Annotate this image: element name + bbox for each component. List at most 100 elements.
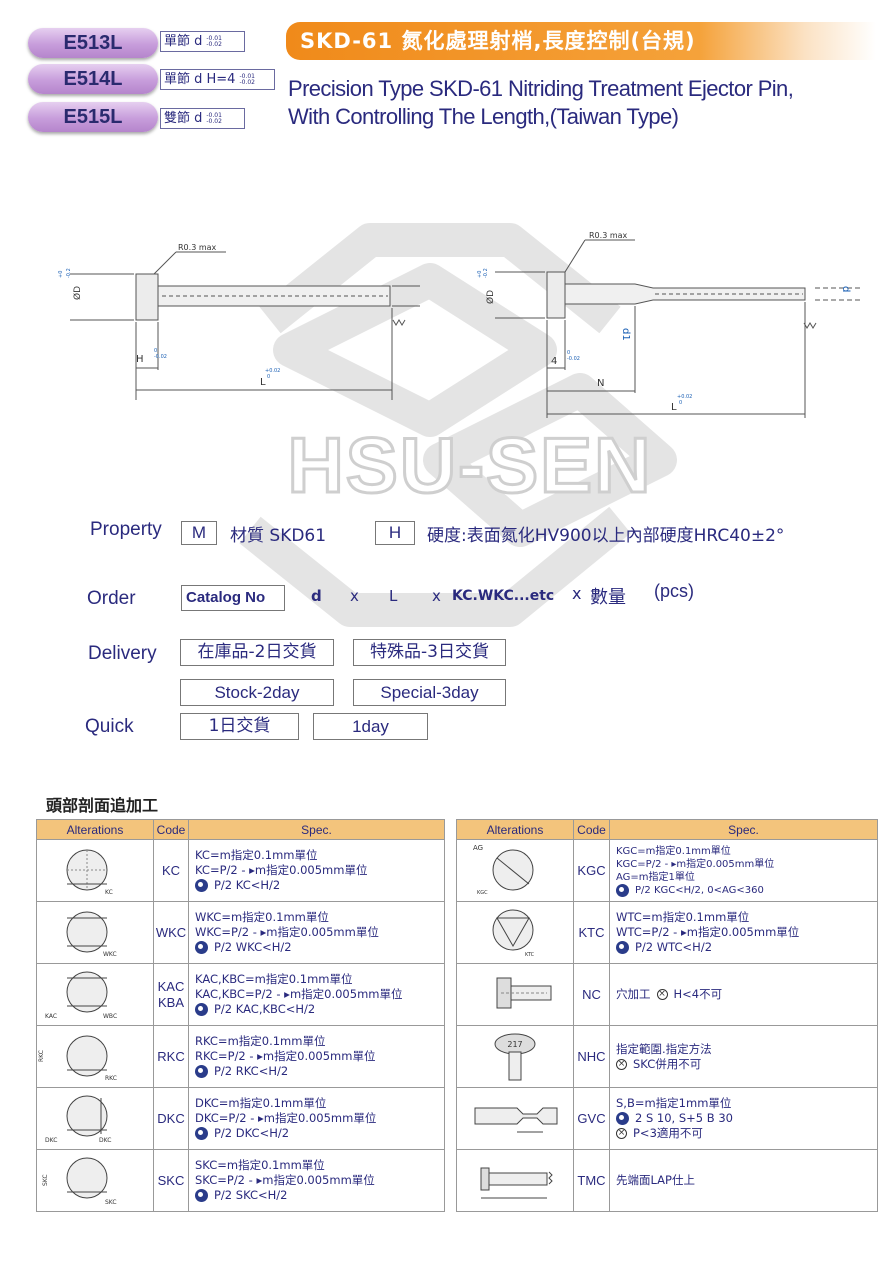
spec-note: P/2 KC<H/2 [214, 878, 281, 892]
code-wkc: WKC [153, 901, 189, 964]
spec-line: DKC=m指定0.1mm單位 [195, 1096, 327, 1110]
dimension-L-tol-bot-right: 0 [679, 400, 682, 406]
dimension-H-tol-top-right: 0 [567, 350, 570, 356]
header-alterations: Alterations [456, 819, 574, 840]
dimension-L-tol-top-left: +0.02 [265, 368, 280, 374]
spec-note: P/2 KAC,KBC<H/2 [214, 1002, 316, 1016]
dimension-D-right: ØD [485, 290, 496, 304]
svg-text:WKC: WKC [103, 951, 117, 958]
table-row: TMC 先端面LAP仕上 [456, 1149, 878, 1212]
note-icon [616, 1112, 629, 1125]
alteration-diagram-dkc: DKC DKC [36, 1087, 154, 1150]
dimension-D-tol-bot-left: -0.2 [66, 268, 72, 278]
note-icon [616, 941, 629, 954]
quick-label: Quick [85, 716, 134, 737]
alteration-diagram-wkc: WKC [36, 901, 154, 964]
diagram-label: 217 [507, 1040, 522, 1049]
svg-text:KC: KC [105, 889, 113, 896]
dimension-H-tol-bot-left: -0.02 [154, 354, 167, 360]
dimension-H-tol-bot-right: -0.02 [567, 356, 580, 362]
prohibited-icon: × [616, 1128, 627, 1139]
table-row: NC 穴加工×H<4不可 [456, 963, 878, 1026]
dimension-L-tol-top-right: +0.02 [677, 394, 692, 400]
spec-line: KAC,KBC=m指定0.1mm單位 [195, 972, 353, 986]
note-icon [195, 1189, 208, 1202]
spec-line: AG=m指定1單位 [616, 871, 695, 883]
order-x3: x [572, 584, 582, 603]
dimension-H-right: 4 [551, 356, 557, 367]
spec-line: 先端面LAP仕上 [616, 1173, 695, 1187]
alteration-diagram-kgc: AG KGC [456, 839, 574, 902]
header-spec: Spec. [188, 819, 445, 840]
spec-note: P<3適用不可 [633, 1126, 703, 1140]
alteration-diagram-gvc [456, 1087, 574, 1150]
note-icon [195, 879, 208, 892]
alterations-table-left: Alterations Code Spec. KC KC KC=m指定0.1mm… [36, 819, 445, 1212]
alteration-diagram-nhc: 217 [456, 1025, 574, 1088]
catalog-desc-e514l: 單節 d H=4-0.01-0.02 [160, 69, 275, 90]
dimension-L-left: L [260, 377, 266, 388]
note-icon [195, 1127, 208, 1140]
property-label: Property [90, 519, 162, 540]
delivery-special-cn: 特殊品-3日交貨 [353, 639, 506, 666]
dimension-D-tol-bot-right: -0.2 [483, 268, 489, 278]
spec-line: SKC=P/2 - ▸m指定0.005mm單位 [195, 1173, 375, 1187]
pin-drawing-single: R0.3 max ØD +0 -0.2 d H 0 -0.02 L +0.02 … [58, 243, 420, 400]
spec-line: WTC=P/2 - ▸m指定0.005mm單位 [616, 925, 800, 939]
svg-text:DKC: DKC [45, 1137, 57, 1144]
note-icon [195, 941, 208, 954]
dimension-D-left: ØD [72, 286, 83, 300]
quick-en: 1day [313, 713, 428, 740]
radius-label-left: R0.3 max [178, 243, 217, 252]
spec-note: P/2 RKC<H/2 [214, 1064, 289, 1078]
delivery-special-en: Special-3day [353, 679, 506, 706]
spec-line: SKC=m指定0.1mm單位 [195, 1158, 325, 1172]
dimension-d-right: d [840, 286, 851, 292]
dimension-N-right: N [597, 378, 604, 389]
alteration-diagram-nc [456, 963, 574, 1026]
alteration-diagram-tmc [456, 1149, 574, 1212]
svg-text:RKC: RKC [38, 1050, 45, 1062]
alteration-diagram-kc: KC [36, 839, 154, 902]
svg-text:RKC: RKC [105, 1075, 117, 1082]
title-english-line2: With Controlling The Length,(Taiwan Type… [288, 104, 679, 129]
code-kc: KC [153, 839, 189, 902]
svg-text:SKC: SKC [42, 1174, 49, 1186]
svg-text:KGC: KGC [477, 890, 488, 896]
code-nhc: NHC [573, 1025, 610, 1088]
diagram-label: AG [473, 844, 483, 852]
dimension-D-tol-top-right: +0 [477, 271, 483, 278]
header-spec: Spec. [609, 819, 878, 840]
header-alterations: Alterations [36, 819, 154, 840]
spec-line: WKC=m指定0.1mm單位 [195, 910, 329, 924]
spec-line: 指定範圍.指定方法 [616, 1041, 712, 1056]
code-kac-kba: KAC KBA [153, 963, 189, 1026]
dimension-H-tol-top-left: 0 [154, 348, 157, 354]
svg-text:DKC: DKC [99, 1137, 111, 1144]
order-alteration-codes: KC.WKC...etc [452, 588, 555, 604]
spec-line: KC=m指定0.1mm單位 [195, 848, 318, 862]
prohibited-icon: × [616, 1058, 627, 1070]
spec-line: 穴加工 [616, 987, 651, 1001]
note-icon [195, 1003, 208, 1016]
dimension-H-left: H [136, 354, 144, 365]
property-hardness: 硬度:表面氮化HV900以上內部硬度HRC40±2° [427, 526, 785, 546]
section-title-head-alterations: 頭部剖面追加工 [46, 796, 159, 815]
order-catalog-box: Catalog No [181, 585, 285, 611]
note-icon [616, 883, 629, 897]
order-quantity: 數量 [590, 587, 626, 608]
code-nc: NC [573, 963, 610, 1026]
order-x2: x [432, 587, 441, 605]
spec-note: SKC併用不可 [633, 1056, 702, 1071]
note-icon [195, 1065, 208, 1078]
spec-line: RKC=P/2 - ▸m指定0.005mm單位 [195, 1049, 376, 1063]
spec-note: P/2 WKC<H/2 [214, 940, 292, 954]
order-L: L [389, 587, 398, 605]
